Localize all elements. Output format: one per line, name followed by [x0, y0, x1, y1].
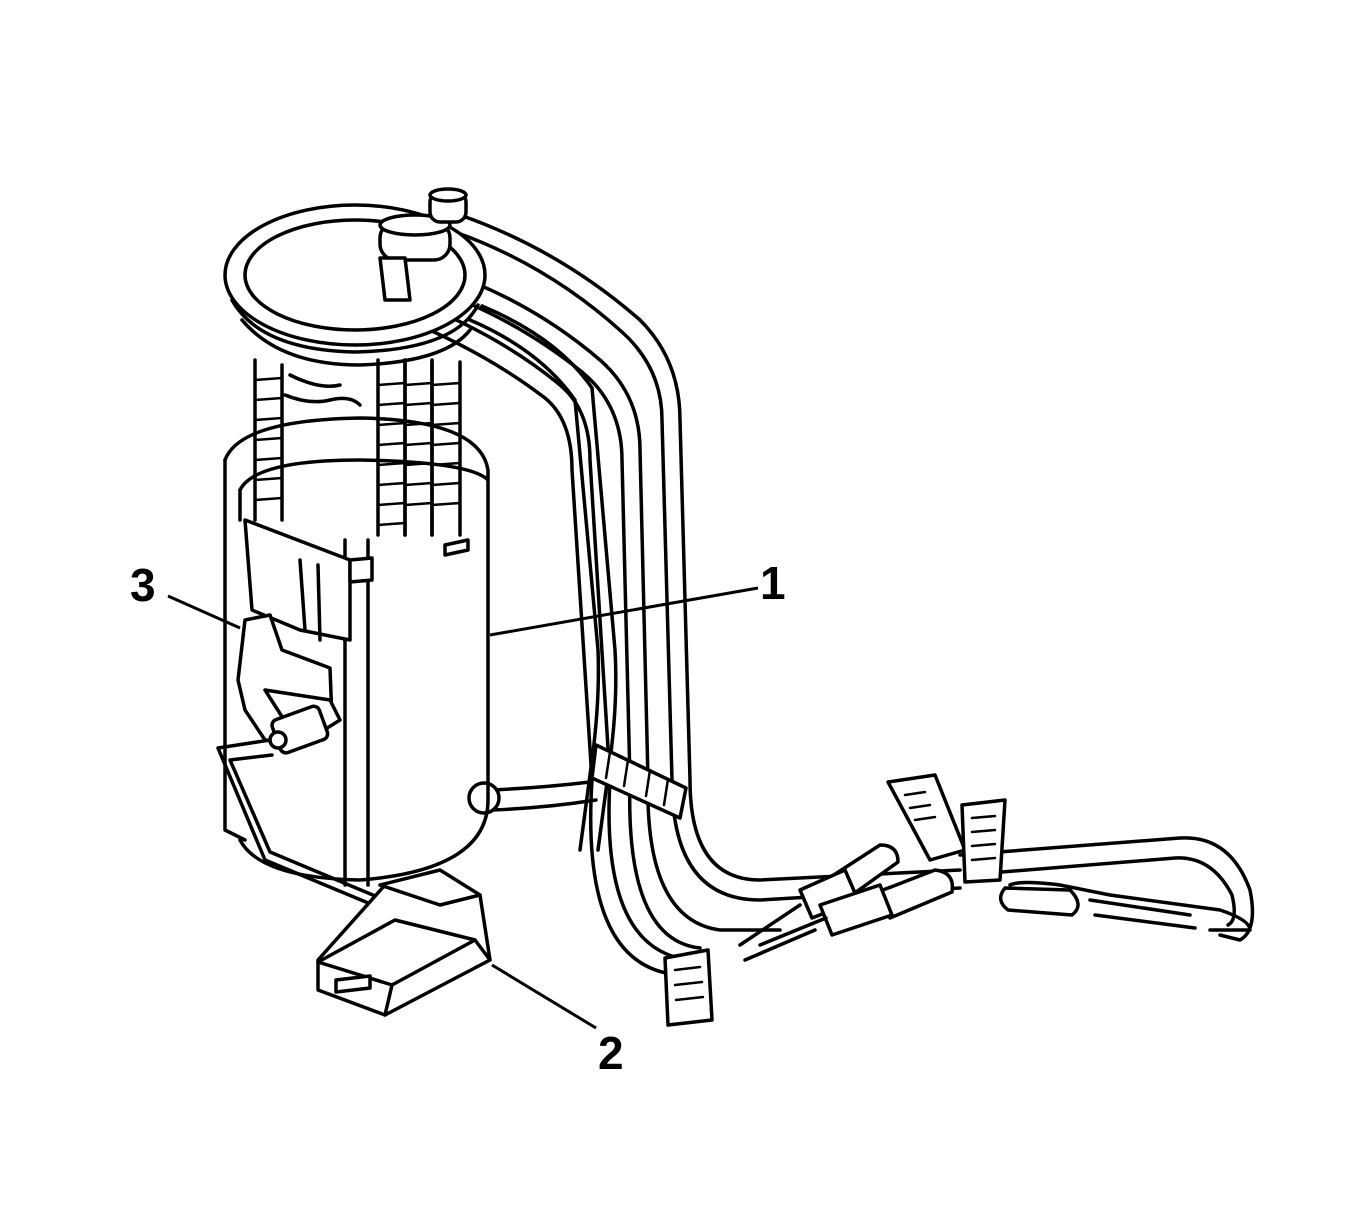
flange-top	[223, 187, 487, 367]
leader-lines	[167, 586, 759, 1030]
callout-1: 1	[760, 557, 786, 609]
callout-3: 3	[130, 559, 156, 611]
line-clip	[590, 743, 688, 820]
harness-connectors	[738, 836, 1255, 962]
leader-line-2	[491, 963, 597, 1030]
harness-tags	[663, 773, 1007, 1027]
callout-2: 2	[598, 1027, 624, 1079]
float	[316, 868, 492, 1017]
reservoir-body	[223, 416, 490, 887]
return-line	[467, 780, 598, 815]
guide-rods	[253, 358, 462, 537]
fuel-level-sender	[216, 613, 402, 917]
leader-line-3	[167, 594, 241, 630]
fuel-lines	[400, 213, 962, 977]
leader-line-1	[489, 586, 759, 637]
